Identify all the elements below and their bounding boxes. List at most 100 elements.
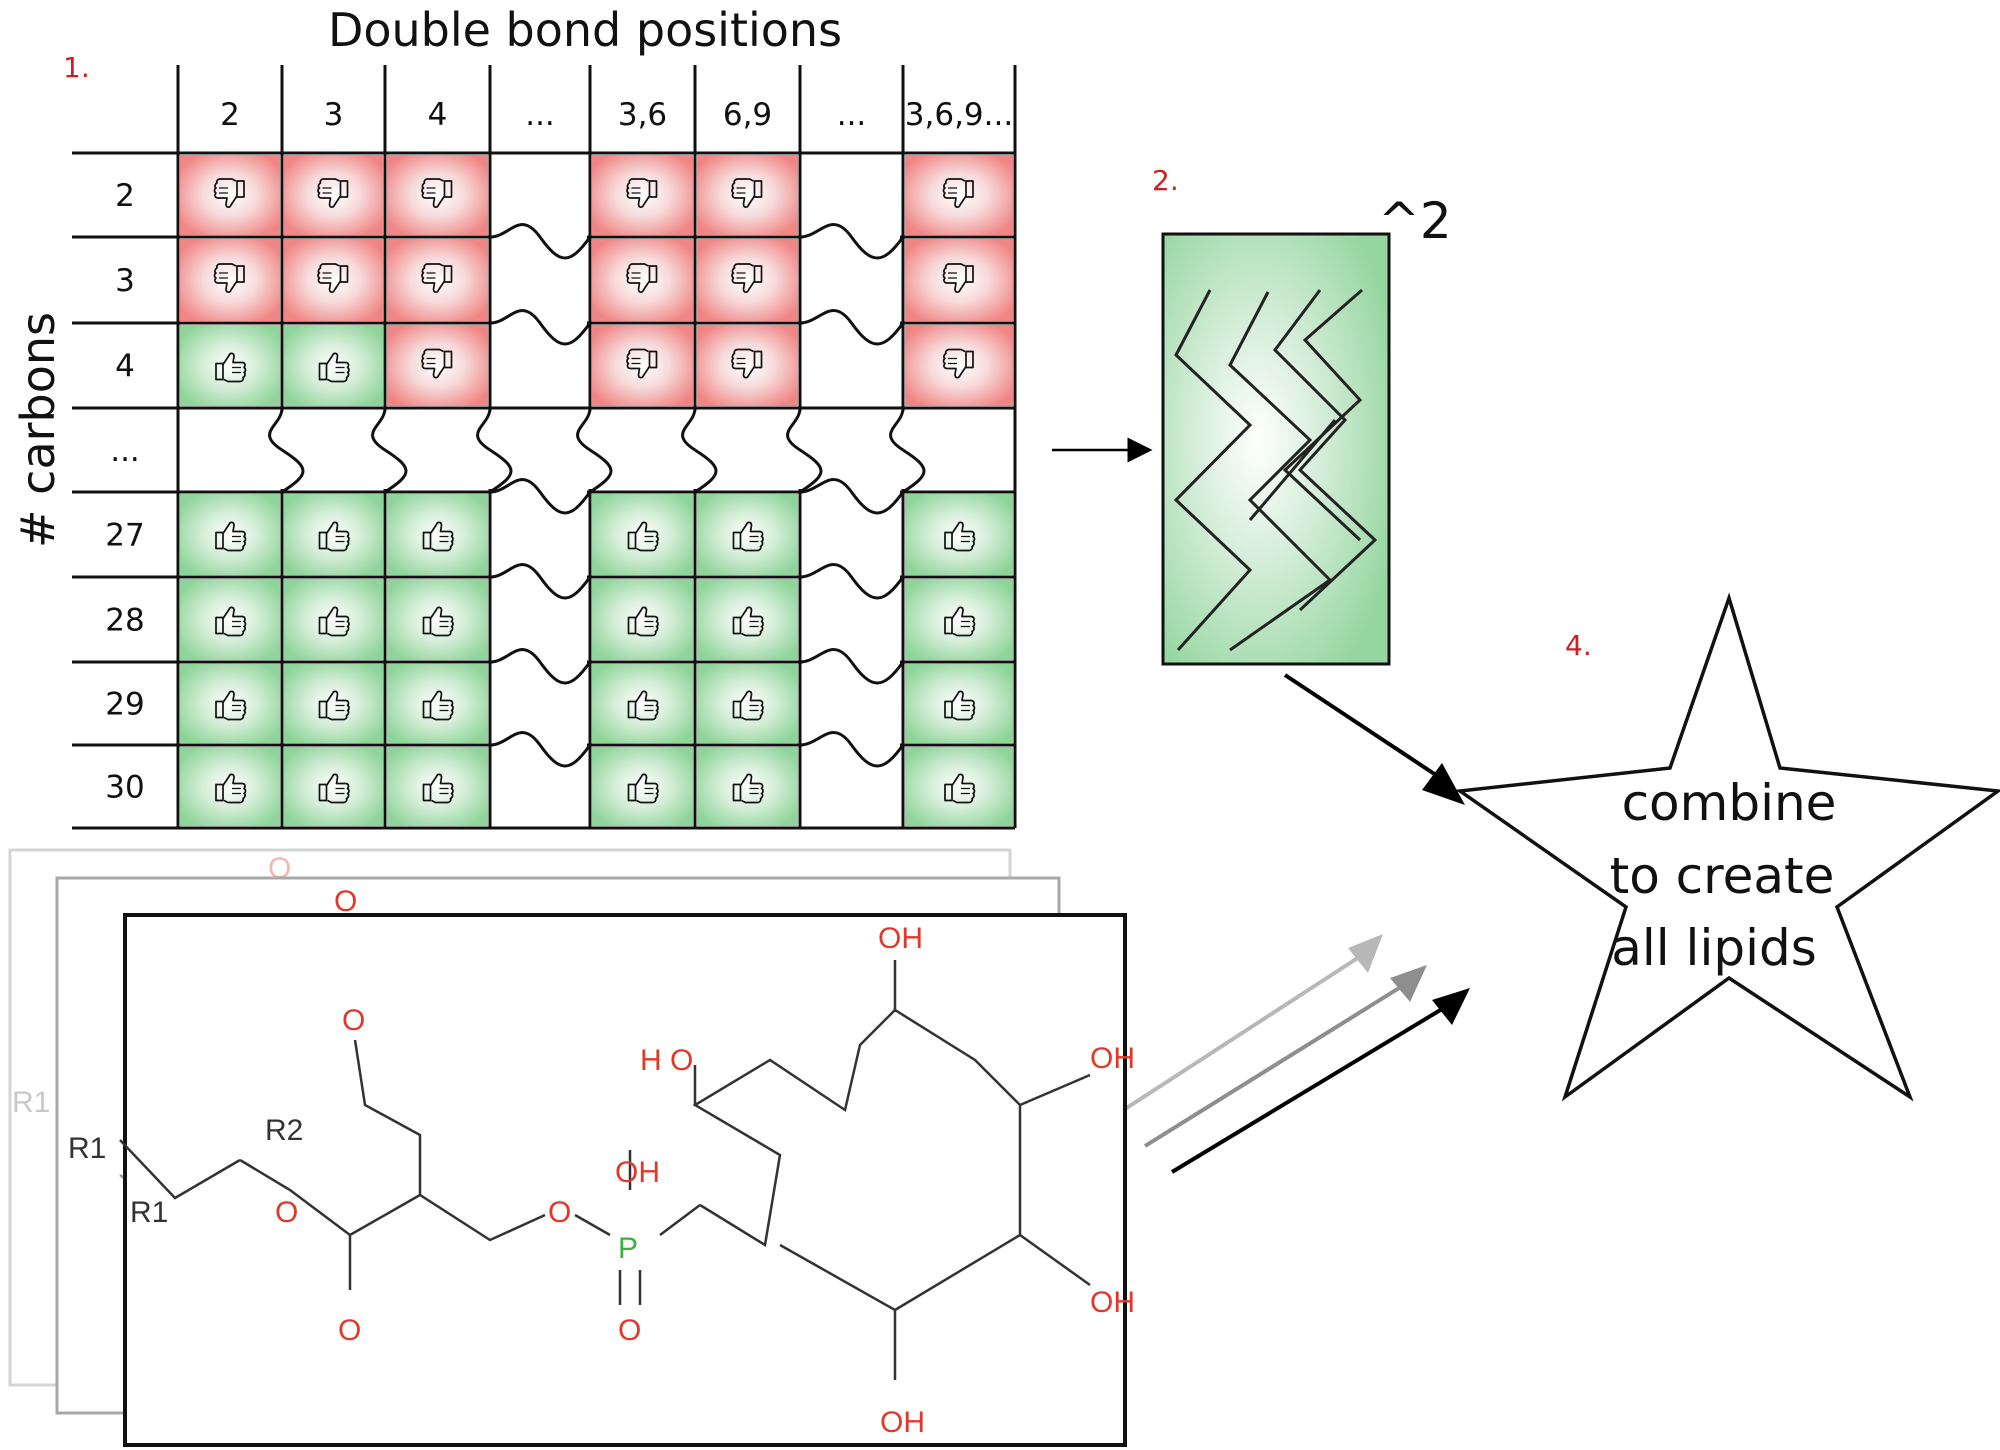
front-headgroup-layer: OH H O OH OH OH R2 R1 O O P OH O O O <box>119 913 1135 1447</box>
column-header: ... <box>837 97 867 133</box>
row-header: 30 <box>105 770 144 806</box>
column-header: 3,6 <box>618 97 667 133</box>
grid-cell-up <box>592 494 693 575</box>
row-header: 4 <box>115 349 135 385</box>
grid-wave <box>476 407 513 494</box>
grid-cell-up <box>284 325 383 406</box>
star-shape <box>1455 592 2000 1102</box>
grid-cell-up <box>905 579 1013 660</box>
atom-r1-mid: R1 <box>68 1132 106 1165</box>
atom-oh-lower-right: OH <box>1090 1286 1135 1319</box>
row-header: 2 <box>115 178 135 214</box>
combine-star: combine to create all lipids <box>1455 592 2000 1102</box>
grid-cell-down <box>284 155 383 235</box>
atom-o-front-3: O <box>618 1314 641 1347</box>
grid-wave <box>799 563 905 600</box>
chain-lines <box>1173 288 1378 652</box>
grid-wave <box>799 648 905 685</box>
atom-oh-right: OH <box>1090 1042 1135 1075</box>
grid-cell-up <box>592 747 693 826</box>
grid-cell-up <box>284 494 383 575</box>
grid-cell-down <box>905 155 1013 235</box>
grid-cell-down <box>387 155 488 235</box>
grid-cell-up <box>180 325 280 406</box>
grid-cell-up <box>387 747 488 826</box>
grid-wave <box>489 563 592 600</box>
grid-title: Double bond positions <box>328 3 842 57</box>
grid-ylabel: # carbons <box>11 312 65 548</box>
grid-wave <box>371 407 408 494</box>
grid-wave <box>489 309 592 346</box>
grid-cell-down <box>284 239 383 321</box>
atom-p-front: P <box>618 1232 638 1265</box>
grid-cell-up <box>697 494 798 575</box>
grid-cell-up <box>592 579 693 660</box>
row-header: ... <box>110 433 140 469</box>
atom-oh-top: OH <box>878 922 923 955</box>
grid-cell-down <box>697 325 798 406</box>
grid-wave <box>889 407 926 494</box>
grid-cell-down <box>180 155 280 235</box>
column-header: 4 <box>428 97 448 133</box>
grid-wave <box>786 407 823 494</box>
star-text-line-1: combine <box>1622 774 1837 832</box>
grid-cell-down <box>697 239 798 321</box>
grid-cell-up <box>905 494 1013 575</box>
atom-o-front-2: O <box>548 1196 571 1229</box>
grid-wave <box>799 309 905 346</box>
grid-cell-down <box>387 239 488 321</box>
grid-cell-up <box>387 579 488 660</box>
atom-oh-front-p: OH <box>615 1156 660 1189</box>
grid-cell-down <box>387 325 488 406</box>
grid-cell-up <box>284 747 383 826</box>
atom-o-front-4: O <box>338 1314 361 1347</box>
lipid-structure-stack: O R1 O O R2 O R1 O O P OH O N <box>8 848 1135 1447</box>
grid-cell-up <box>284 664 383 743</box>
row-header: 29 <box>105 687 144 723</box>
grid-cell-up <box>387 664 488 743</box>
grid-cell-up <box>697 747 798 826</box>
grid-cell-up <box>284 579 383 660</box>
grid-cell-down <box>905 239 1013 321</box>
atom-r1-front: R1 <box>130 1196 168 1229</box>
row-header: 3 <box>115 263 135 299</box>
grid-cell-down <box>697 155 798 235</box>
step-label-1: 1. <box>63 51 90 84</box>
grid-cell-up <box>180 494 280 575</box>
grid-wave <box>268 407 305 494</box>
grid-cell-up <box>180 579 280 660</box>
arrow-gray-light <box>1103 934 1383 1124</box>
box-superscript: ^2 <box>1378 192 1452 250</box>
atom-o-front-5: O <box>342 1004 365 1037</box>
star-text-line-2: to create <box>1610 847 1835 905</box>
step-label-4: 4. <box>1565 629 1592 662</box>
atom-oh-bottom: OH <box>880 1406 925 1439</box>
grid-cell-up <box>905 664 1013 743</box>
row-header: 27 <box>105 518 144 554</box>
grid-wave <box>489 731 592 768</box>
arrow-gray-mid <box>1143 965 1427 1148</box>
arrow-box-to-star <box>1283 673 1465 805</box>
grid-cell-up <box>697 579 798 660</box>
column-header: 3 <box>324 97 344 133</box>
arrow-black <box>1170 988 1470 1174</box>
grid-wave <box>799 478 905 515</box>
combination-box <box>1161 232 1391 666</box>
grid-wave <box>799 223 905 260</box>
grid-wave <box>489 648 592 685</box>
grid-wave <box>576 407 613 494</box>
grid-cell-down <box>905 325 1013 406</box>
column-header: 3,6,9... <box>905 97 1013 133</box>
grid-wave <box>681 407 718 494</box>
grid-cell-up <box>697 664 798 743</box>
grid-cell-down <box>592 155 693 235</box>
atom-ho-left: H O <box>640 1044 693 1077</box>
row-header: 28 <box>105 603 144 639</box>
grid-cell-up <box>387 494 488 575</box>
grid-cell-up <box>180 747 280 826</box>
squared-combination-box: ^2 <box>1161 192 1452 666</box>
column-header: ... <box>525 97 555 133</box>
star-text-line-3: all lipids <box>1611 919 1817 977</box>
grid-cell-up <box>592 664 693 743</box>
